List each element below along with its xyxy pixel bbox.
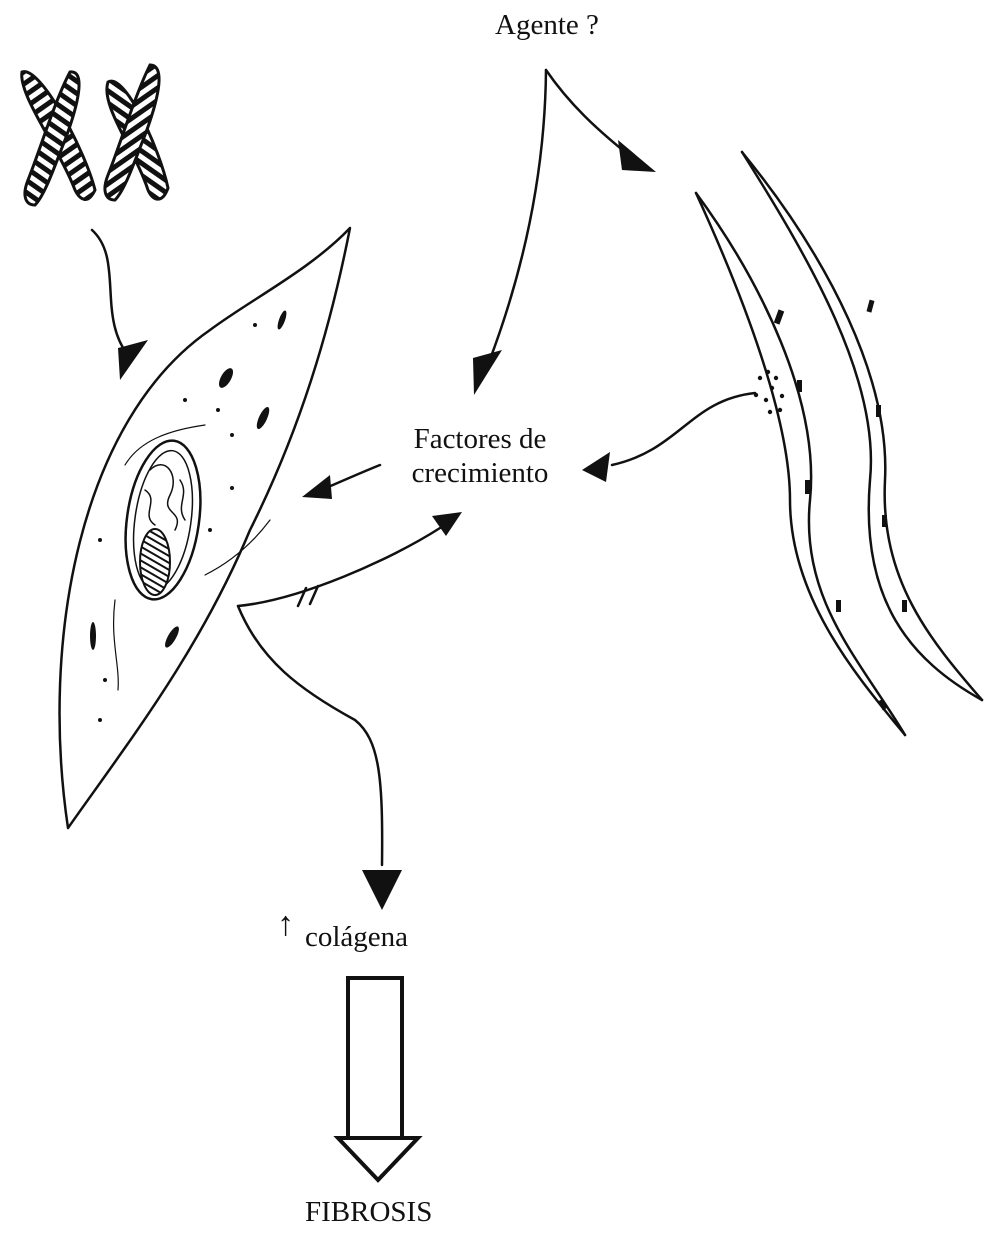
fibrosis-label: FIBROSIS (305, 1195, 432, 1229)
agent-arrows (473, 70, 656, 395)
collagen-label: colágena (305, 920, 408, 954)
fibroblast-cell (60, 228, 350, 828)
chromosome-right (105, 65, 168, 200)
growth-factors-line1: Factores de (395, 422, 565, 456)
vessel-fibers (696, 152, 982, 735)
chromosome-left (22, 72, 95, 205)
collagen-to-fibrosis-arrow (338, 978, 418, 1180)
cell-to-collagen-arrow (238, 606, 402, 910)
chromosome-pair (22, 65, 168, 205)
agent-label: Agente ? (495, 8, 599, 42)
cell-nucleus (116, 436, 210, 604)
growth-factors-label: Factores de crecimiento (395, 422, 565, 490)
cell-to-factors-arrow (238, 512, 462, 606)
factors-to-cell-arrow (302, 465, 380, 499)
growth-factors-line2: crecimiento (395, 456, 565, 490)
chromosome-to-cell-arrow (92, 230, 148, 380)
increase-arrow-icon: ↑ (277, 908, 294, 942)
vessel-to-factors-arrow (582, 393, 755, 482)
